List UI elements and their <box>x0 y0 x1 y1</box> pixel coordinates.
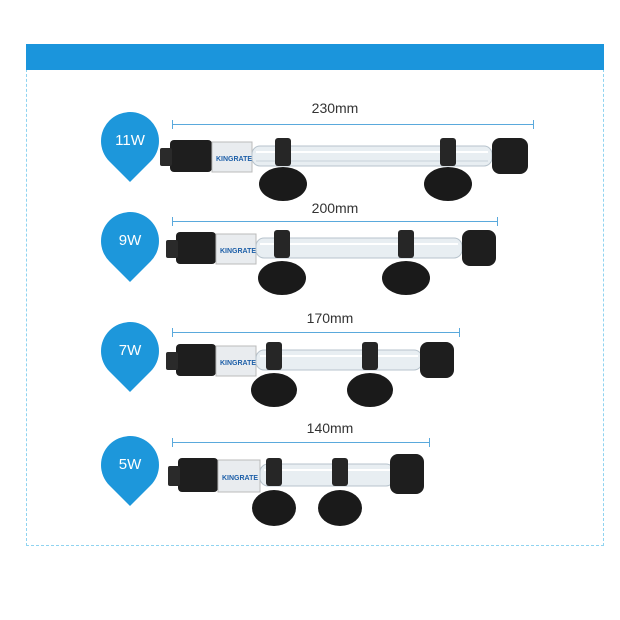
power-label: 9W <box>118 232 142 249</box>
product-row-7w: 7W 170mm KINGRATE <box>0 309 620 420</box>
uv-lamp-image: KINGRATE <box>160 138 528 201</box>
header-bar <box>26 44 604 70</box>
brand-label: KINGRATE <box>222 475 258 482</box>
uv-lamp-image: KINGRATE <box>168 454 424 526</box>
power-badge: 5W <box>88 423 172 507</box>
dimension-line <box>172 438 430 447</box>
length-label: 170mm <box>306 310 354 326</box>
power-badge: 7W <box>88 309 172 393</box>
power-label: 5W <box>118 456 142 473</box>
brand-label: KINGRATE <box>220 248 256 255</box>
length-label: 140mm <box>306 420 354 436</box>
dimension-line <box>172 328 460 337</box>
product-row-11w: 11W 230mm KINGRATE <box>0 99 620 210</box>
power-badge: 9W <box>88 199 172 283</box>
length-label: 230mm <box>311 100 359 116</box>
power-label: 11W <box>115 132 145 149</box>
power-badge: 11W <box>88 99 172 183</box>
brand-label: KINGRATE <box>216 156 252 163</box>
brand-label: KINGRATE <box>220 360 256 367</box>
power-label: 7W <box>118 342 142 359</box>
dimension-line <box>172 217 498 226</box>
product-row-9w: 9W 200mm KINGRATE <box>0 199 620 310</box>
dimension-line <box>172 120 534 129</box>
length-label: 200mm <box>311 200 359 216</box>
uv-lamp-image: KINGRATE <box>166 230 496 295</box>
uv-lamp-image: KINGRATE <box>166 342 454 407</box>
product-row-5w: 5W 140mm KINGRATE <box>0 420 620 530</box>
